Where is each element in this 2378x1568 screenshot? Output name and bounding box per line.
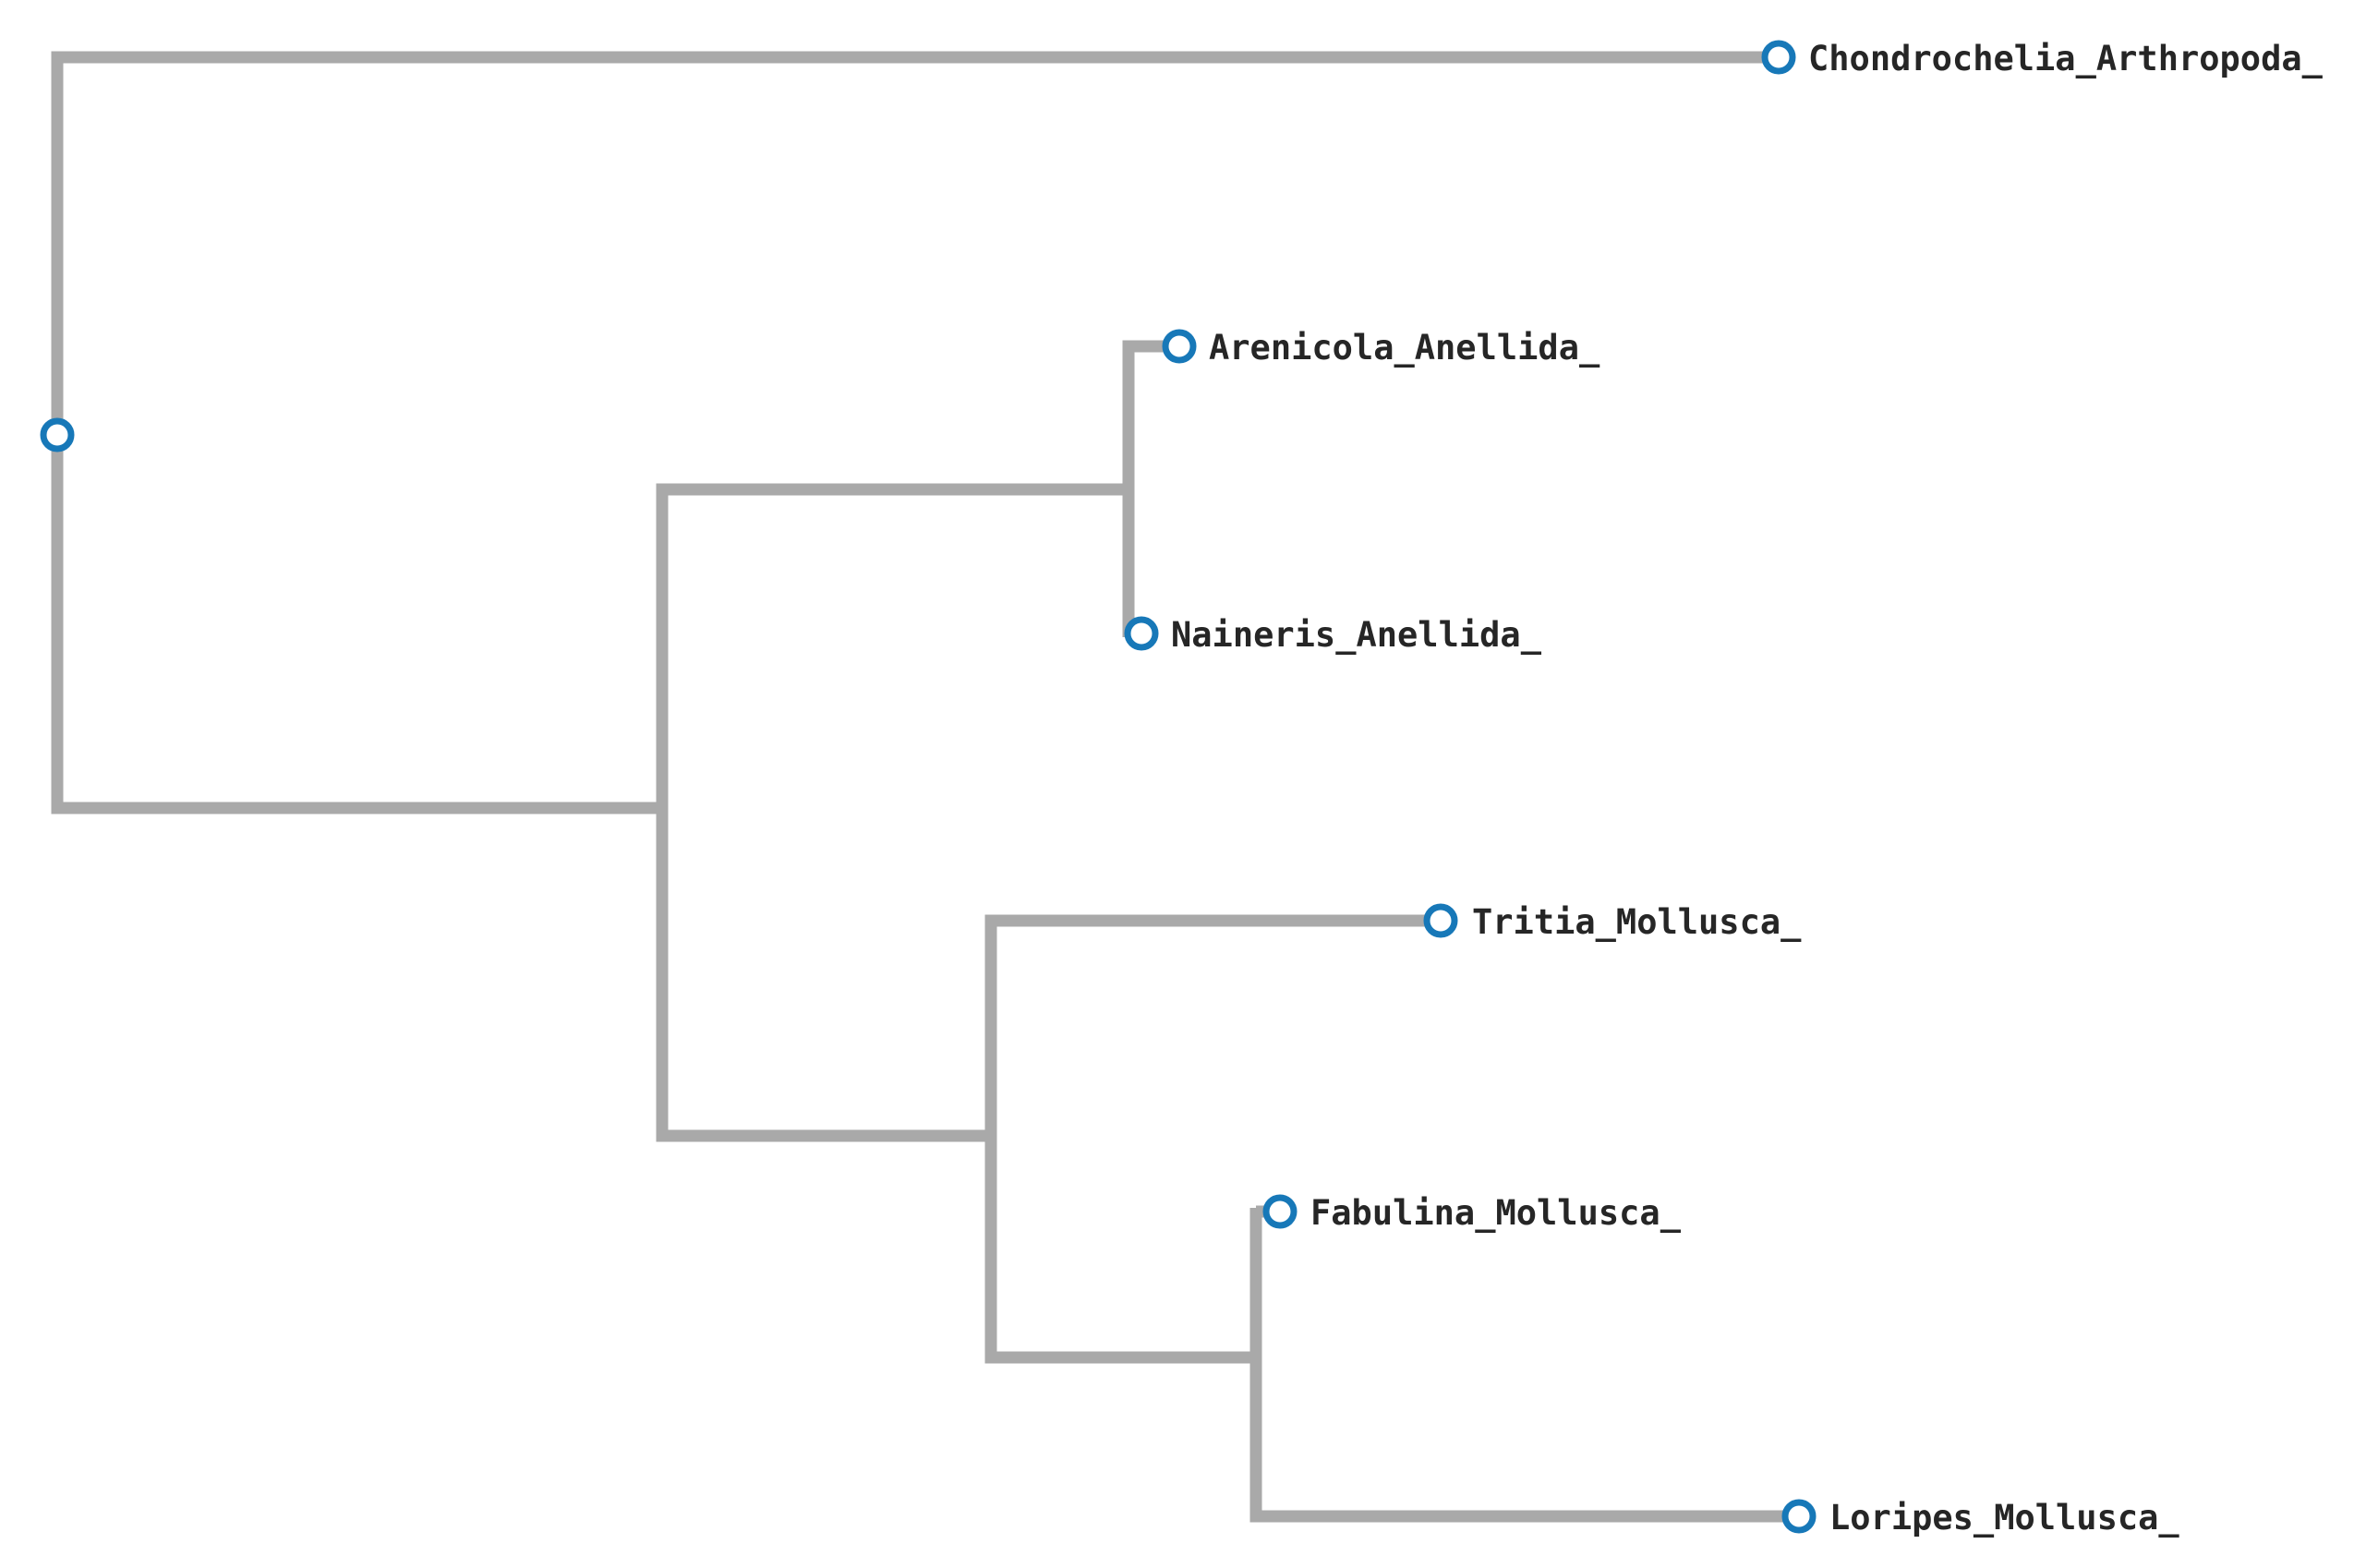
- tree-edge-root-chondrochelia: [51, 51, 1765, 814]
- leaf-label-chondrochelia: Chondrochelia_Arthropoda_: [1808, 39, 2324, 78]
- leaf-label-arenicola: Arenicola_Anellida_: [1209, 328, 1600, 368]
- tree-edges: [51, 51, 1786, 1523]
- leaf-label-loripes: Loripes_Mollusca_: [1829, 1498, 2179, 1538]
- tree-node-chondrochelia[interactable]: [1761, 40, 1796, 75]
- tree-nodes: [40, 40, 1817, 1534]
- leaf-label-tritia: Tritia_Mollusca_: [1472, 902, 1802, 942]
- tree-node-group: [40, 40, 1817, 1534]
- leaf-label-fabulina: Fabulina_Mollusca_: [1310, 1193, 1682, 1233]
- tree-labels: Chondrochelia_Arthropoda_ Arenicola_Anel…: [1171, 39, 2324, 1538]
- tree-node-tritia[interactable]: [1423, 903, 1458, 938]
- tree-node-root[interactable]: [40, 417, 75, 452]
- leaf-label-naineris: Naineris_Anellida_: [1171, 615, 1542, 655]
- tree-node-arenicola[interactable]: [1162, 329, 1197, 364]
- tree-node-loripes[interactable]: [1781, 1499, 1817, 1534]
- tree-node-naineris[interactable]: [1124, 616, 1159, 651]
- tree-node-fabulina[interactable]: [1262, 1194, 1298, 1229]
